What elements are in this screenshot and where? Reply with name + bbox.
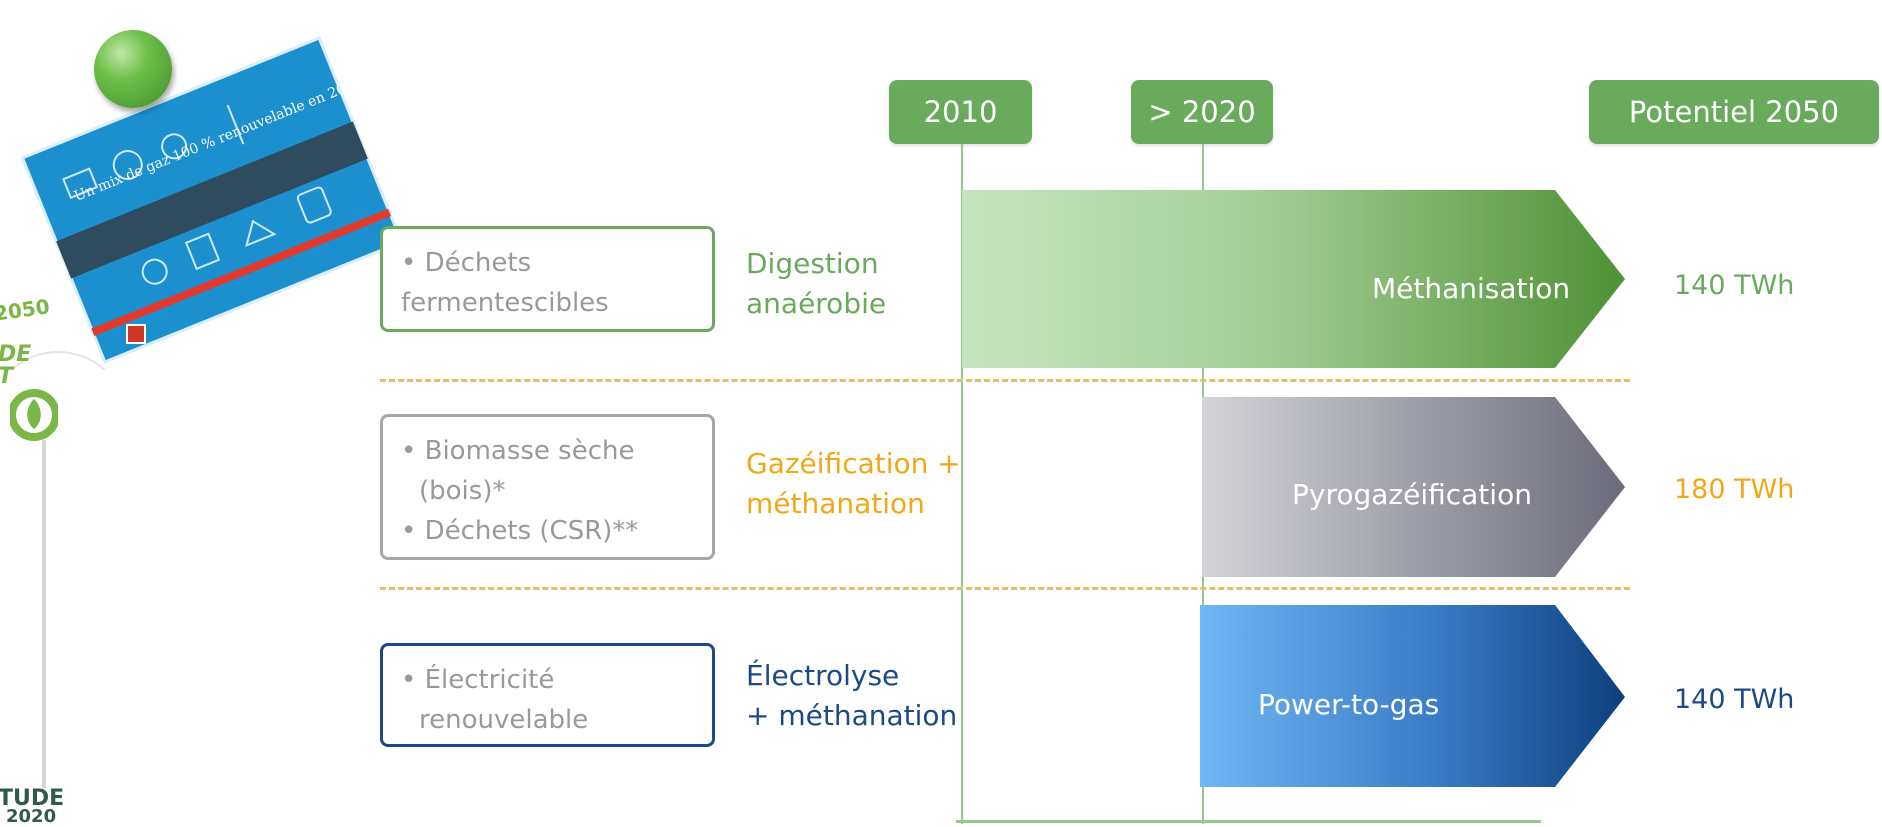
study-footer-word: TUDE xyxy=(0,786,65,811)
source-line: (bois)* xyxy=(419,476,506,506)
timeline-line-2010 xyxy=(961,144,963,824)
source-line: • Déchets (CSR)** xyxy=(401,516,639,546)
cover-title-band xyxy=(56,121,368,279)
source-box-biomass: • Biomasse sèche (bois)* • Déchets (CSR)… xyxy=(380,414,715,560)
wind-turbine-icon xyxy=(226,104,245,145)
source-box-waste: • Déchets fermentescibles xyxy=(380,226,715,332)
pathway-label-power-to-gas: Power-to-gas xyxy=(1258,688,1440,721)
timeline-2020-header: > 2020 xyxy=(1131,80,1273,144)
process-line: méthanation xyxy=(746,487,925,520)
process-line: Électrolyse xyxy=(746,659,900,692)
process-line: Digestion xyxy=(746,247,879,280)
process-line: Gazéification + xyxy=(746,447,961,480)
badge-word-1: DE xyxy=(0,342,32,367)
timeline-baseline xyxy=(956,820,1541,823)
timeline-2010-header: 2010 xyxy=(889,80,1032,144)
process-digestion: Digestion anaérobie xyxy=(746,244,886,324)
potential-value-methanisation: 140 TWh xyxy=(1674,270,1795,301)
bus-icon xyxy=(296,186,332,224)
process-line: anaérobie xyxy=(746,287,887,320)
source-box-electricity: • Électricité renouvelable xyxy=(380,643,715,747)
house-icon xyxy=(245,219,277,248)
process-line: + méthanation xyxy=(746,699,958,732)
potential-value-power-to-gas: 140 TWh xyxy=(1674,684,1795,715)
potential-2050-header: Potentiel 2050 xyxy=(1589,80,1879,144)
cover-red-stripe xyxy=(91,208,392,336)
source-line: • Déchets xyxy=(401,248,532,278)
flag-icon xyxy=(126,324,146,344)
screen-icon xyxy=(62,167,99,200)
leaf-logo-icon xyxy=(8,385,60,441)
gauge-icon xyxy=(112,150,143,181)
source-line: renouvelable xyxy=(419,705,589,735)
pathway-label-pyrogazeification: Pyrogazéification xyxy=(1292,478,1532,511)
pathway-label-methanisation: Méthanisation xyxy=(1372,272,1571,305)
row-separator-2 xyxy=(380,587,1630,590)
source-line: • Électricité xyxy=(401,665,555,695)
process-electrolyse: Électrolyse + méthanation xyxy=(746,656,957,736)
source-line: • Biomasse sèche xyxy=(401,436,635,466)
tree-icon xyxy=(141,258,168,285)
source-line: fermentescibles xyxy=(401,288,609,318)
green-pin-icon xyxy=(94,30,172,108)
potential-value-pyrogazeification: 180 TWh xyxy=(1674,474,1795,505)
badge-word-2: T xyxy=(0,364,13,389)
person-icon xyxy=(161,133,188,160)
stove-icon xyxy=(184,232,221,271)
row-separator-1 xyxy=(380,379,1630,382)
left-vertical-rule xyxy=(42,440,46,788)
report-cover-thumbnail: Un mix de gaz 100 % renouvelable en 2050… xyxy=(0,30,412,493)
process-gazeification: Gazéification + méthanation xyxy=(746,444,961,524)
timeline-line-2020 xyxy=(1202,144,1204,824)
study-footer-year: 2020 xyxy=(6,806,57,827)
